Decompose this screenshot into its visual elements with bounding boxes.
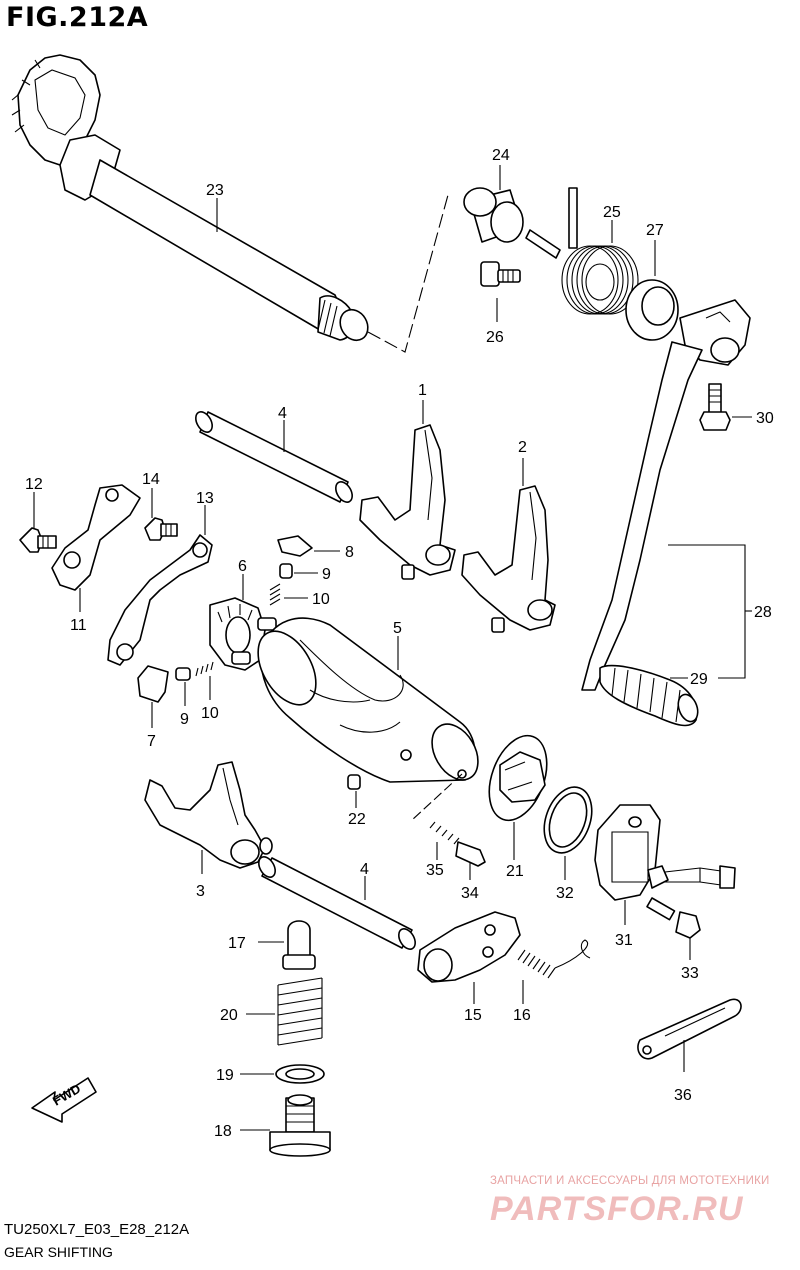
callout-22: 22 bbox=[348, 811, 366, 828]
callout-3: 3 bbox=[196, 883, 205, 900]
callout-17: 17 bbox=[228, 935, 246, 952]
part-10-spring-upper[interactable] bbox=[269, 583, 281, 606]
callout-9a: 9 bbox=[322, 566, 331, 583]
callout-19: 19 bbox=[216, 1067, 234, 1084]
callout-34: 34 bbox=[461, 885, 479, 902]
part-17-stopper[interactable] bbox=[282, 920, 316, 970]
part-18-plug[interactable] bbox=[269, 1094, 331, 1157]
part-28-gearshift-lever[interactable] bbox=[581, 299, 751, 691]
callout-30: 30 bbox=[756, 410, 774, 427]
part-1-shift-fork[interactable] bbox=[359, 424, 456, 580]
part-9-pin-upper[interactable] bbox=[279, 563, 293, 579]
callout-11: 11 bbox=[70, 617, 87, 634]
callout-12: 12 bbox=[25, 476, 43, 493]
callout-7: 7 bbox=[147, 733, 156, 750]
callout-10a: 10 bbox=[312, 591, 330, 608]
callout-36: 36 bbox=[674, 1087, 692, 1104]
callout-14: 14 bbox=[142, 471, 160, 488]
callout-4b: 4 bbox=[360, 861, 369, 878]
part-26-stopper-bolt[interactable] bbox=[480, 261, 521, 287]
callout-1: 1 bbox=[418, 382, 427, 399]
part-22-pin[interactable] bbox=[347, 774, 361, 790]
part-24-bushing[interactable] bbox=[463, 187, 524, 243]
part-11-cam-stopper-plate[interactable] bbox=[51, 484, 141, 591]
part-35-spring[interactable] bbox=[429, 821, 460, 845]
part-25-return-spring[interactable] bbox=[525, 187, 639, 315]
callout-9b: 9 bbox=[180, 711, 189, 728]
callout-25: 25 bbox=[603, 204, 621, 221]
bracket-28 bbox=[668, 544, 746, 679]
callout-13: 13 bbox=[196, 490, 214, 507]
part-14-screw[interactable] bbox=[144, 517, 178, 541]
assembly-line-23 bbox=[367, 194, 449, 353]
part-7-cam-stopper-plate[interactable] bbox=[137, 665, 169, 703]
callout-8: 8 bbox=[345, 544, 354, 561]
watermark-tagline: ЗАПЧАСТИ И АКСЕССУАРЫ ДЛЯ МОТОТЕХНИКИ bbox=[490, 1175, 770, 1187]
part-13-gearshift-cam-stopper[interactable] bbox=[107, 534, 213, 666]
part-34-pin[interactable] bbox=[455, 841, 486, 867]
callout-24: 24 bbox=[492, 147, 510, 164]
fwd-arrow-icon: FWD bbox=[31, 1077, 97, 1123]
part-20-spring[interactable] bbox=[277, 977, 323, 1046]
part-4-fork-shaft-lower[interactable] bbox=[255, 854, 418, 952]
part-4-fork-shaft-upper[interactable] bbox=[192, 409, 355, 505]
figure-model-code: TU250XL7_E03_E28_212A bbox=[4, 1221, 190, 1238]
part-8-cam-driven-pin[interactable] bbox=[277, 535, 313, 557]
figure-name: GEAR SHIFTING bbox=[4, 1244, 113, 1260]
callout-26: 26 bbox=[486, 329, 504, 346]
callout-6: 6 bbox=[238, 558, 247, 575]
callout-21: 21 bbox=[506, 863, 524, 880]
part-36-clamp[interactable] bbox=[637, 998, 742, 1060]
callout-27: 27 bbox=[646, 222, 664, 239]
callout-35: 35 bbox=[426, 862, 444, 879]
part-19-gasket[interactable] bbox=[275, 1064, 325, 1084]
callout-16: 16 bbox=[513, 1007, 531, 1024]
part-9-pin-lower[interactable] bbox=[175, 667, 191, 681]
callout-29: 29 bbox=[690, 671, 708, 688]
callout-18: 18 bbox=[214, 1123, 232, 1140]
part-29-shift-rubber[interactable] bbox=[599, 664, 701, 727]
callout-4a: 4 bbox=[278, 405, 287, 422]
part-31-gear-position-switch[interactable] bbox=[594, 804, 736, 901]
figure-title: FIG.212A bbox=[6, 2, 149, 33]
callout-10b: 10 bbox=[201, 705, 219, 722]
part-15-gearshift-arm[interactable] bbox=[417, 911, 521, 983]
callout-33: 33 bbox=[681, 965, 699, 982]
callout-31: 31 bbox=[615, 932, 633, 949]
part-32-o-ring[interactable] bbox=[536, 781, 601, 860]
callout-15: 15 bbox=[464, 1007, 482, 1024]
callout-28: 28 bbox=[754, 604, 772, 621]
watermark-brand: PARTSFOR.RU bbox=[490, 1190, 744, 1228]
callout-5: 5 bbox=[393, 620, 402, 637]
part-21-cam-plate[interactable] bbox=[479, 728, 558, 828]
part-3-shift-fork[interactable] bbox=[144, 761, 273, 869]
part-5-gearshift-cam[interactable] bbox=[246, 617, 487, 788]
part-23-gearshift-shaft[interactable] bbox=[11, 54, 373, 345]
callout-20: 20 bbox=[220, 1007, 238, 1024]
part-2-shift-fork[interactable] bbox=[461, 485, 556, 633]
part-16-arm-spring[interactable] bbox=[517, 939, 591, 979]
callout-23: 23 bbox=[206, 182, 224, 199]
assembly-line-cam bbox=[411, 773, 463, 821]
part-12-screw[interactable] bbox=[19, 527, 57, 553]
part-33-bolt[interactable] bbox=[646, 897, 701, 939]
part-30-lever-bolt[interactable] bbox=[699, 383, 731, 431]
callout-32: 32 bbox=[556, 885, 574, 902]
part-10-spring-lower[interactable] bbox=[195, 661, 214, 677]
part-27-oil-seal[interactable] bbox=[625, 279, 679, 341]
callout-2: 2 bbox=[518, 439, 527, 456]
